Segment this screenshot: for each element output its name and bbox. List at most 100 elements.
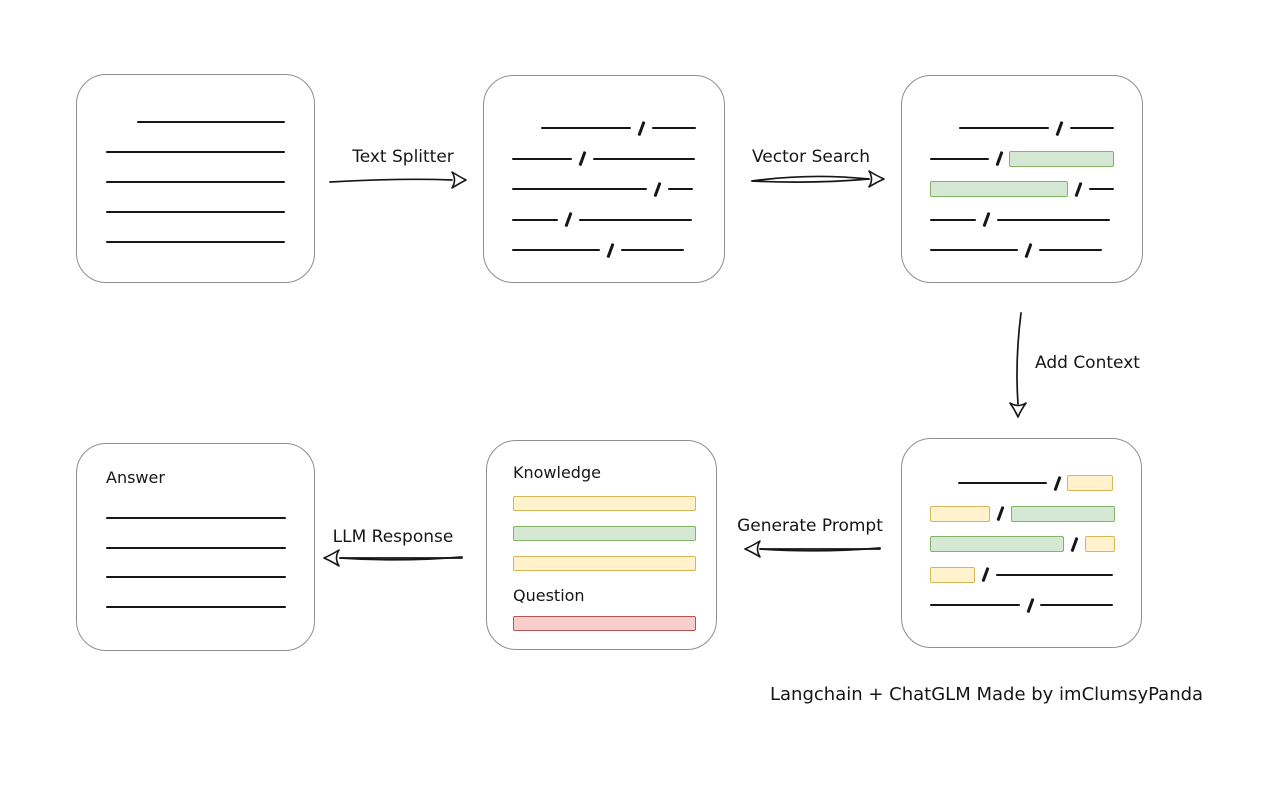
slash-divider bbox=[1074, 181, 1082, 197]
context-chunk-rows bbox=[902, 439, 1141, 621]
text-line-row bbox=[106, 227, 285, 257]
chunk-row bbox=[930, 499, 1115, 530]
text-line bbox=[541, 127, 632, 130]
text-line bbox=[959, 127, 1050, 130]
text-line-row bbox=[106, 197, 285, 227]
chunk-row bbox=[930, 468, 1113, 499]
vector-search-arrow bbox=[751, 170, 885, 188]
text-line-row bbox=[106, 137, 285, 167]
slash-divider bbox=[578, 151, 586, 167]
text-line bbox=[930, 604, 1020, 607]
green-chunk-chip bbox=[1009, 150, 1114, 167]
yellow-chunk-chip bbox=[1067, 475, 1113, 492]
text-splitter-arrow bbox=[329, 171, 467, 189]
text-splitter-label: Text Splitter bbox=[352, 147, 454, 167]
slash-divider bbox=[981, 567, 989, 583]
slash-divider bbox=[637, 120, 646, 136]
vector-search-label: Vector Search bbox=[752, 147, 870, 167]
text-line-row bbox=[106, 107, 285, 137]
text-line bbox=[106, 151, 285, 153]
chunk-row bbox=[930, 144, 1114, 175]
text-line bbox=[106, 211, 285, 213]
question-label: Question bbox=[513, 586, 585, 605]
chunk-row bbox=[930, 235, 1114, 266]
slash-divider bbox=[1024, 242, 1032, 258]
question-bars bbox=[513, 616, 696, 631]
text-line bbox=[592, 157, 695, 160]
chunk-row bbox=[930, 174, 1114, 205]
text-line bbox=[1069, 127, 1114, 130]
chunk-row bbox=[512, 205, 696, 236]
llm-response-label: LLM Response bbox=[332, 527, 454, 547]
text-line bbox=[1038, 249, 1102, 252]
matched-chunks-box bbox=[901, 75, 1143, 283]
text-line bbox=[996, 218, 1110, 221]
yellow-prompt-bar bbox=[513, 496, 696, 511]
add-context-label: Add Context bbox=[1035, 353, 1140, 373]
context-chunks-box bbox=[901, 438, 1142, 648]
chunk-row bbox=[930, 560, 1113, 591]
chunk-row bbox=[930, 113, 1114, 144]
slash-divider bbox=[653, 181, 661, 197]
text-line bbox=[512, 157, 572, 160]
slash-divider bbox=[995, 151, 1003, 167]
text-line-row bbox=[106, 167, 285, 197]
green-chunk-chip bbox=[930, 181, 1068, 198]
green-chunk-chip bbox=[1010, 505, 1115, 522]
slash-divider bbox=[1070, 536, 1078, 552]
text-line bbox=[1088, 188, 1114, 191]
knowledge-bars bbox=[513, 496, 696, 571]
chunk-row bbox=[930, 205, 1114, 236]
yellow-chunk-chip bbox=[930, 566, 975, 583]
text-line bbox=[106, 181, 285, 183]
answer-box: Answer bbox=[76, 443, 315, 651]
text-line bbox=[930, 157, 989, 160]
document-box bbox=[76, 74, 315, 283]
text-line bbox=[106, 241, 285, 243]
text-line bbox=[512, 249, 600, 252]
text-line bbox=[1040, 604, 1113, 607]
slash-divider bbox=[606, 242, 614, 258]
text-line bbox=[106, 517, 286, 519]
text-line bbox=[930, 218, 976, 221]
slash-divider bbox=[564, 212, 572, 228]
yellow-prompt-bar bbox=[513, 556, 696, 571]
diagram-caption: Langchain + ChatGLM Made by imClumsyPand… bbox=[770, 684, 1204, 705]
split-chunks-box bbox=[483, 75, 725, 283]
yellow-chunk-chip bbox=[930, 505, 990, 522]
text-line bbox=[512, 218, 558, 221]
generate-prompt-arrow bbox=[744, 540, 881, 558]
text-line bbox=[958, 482, 1047, 485]
text-line bbox=[106, 576, 286, 578]
slash-divider bbox=[1053, 475, 1061, 491]
green-chunk-chip bbox=[930, 536, 1064, 553]
text-line bbox=[651, 127, 696, 130]
generate-prompt-label: Generate Prompt bbox=[737, 516, 883, 536]
chunk-row bbox=[512, 174, 696, 205]
text-line bbox=[930, 249, 1018, 252]
llm-response-arrow bbox=[323, 549, 463, 567]
answer-lines bbox=[106, 517, 314, 608]
document-lines bbox=[77, 75, 314, 257]
answer-label: Answer bbox=[106, 468, 165, 487]
yellow-chunk-chip bbox=[1084, 536, 1115, 553]
slash-divider bbox=[996, 506, 1004, 522]
split-chunk-rows bbox=[484, 76, 724, 266]
text-line bbox=[106, 605, 286, 608]
slash-divider bbox=[1026, 597, 1034, 613]
text-line bbox=[578, 218, 692, 221]
text-line bbox=[995, 573, 1113, 576]
slash-divider bbox=[982, 212, 990, 228]
text-line bbox=[106, 546, 286, 549]
chunk-row bbox=[512, 113, 696, 144]
chunk-row bbox=[930, 590, 1113, 621]
slash-divider bbox=[1055, 120, 1064, 136]
knowledge-label: Knowledge bbox=[513, 463, 601, 482]
chunk-row bbox=[512, 235, 696, 266]
text-line bbox=[512, 188, 647, 191]
matched-chunk-rows bbox=[902, 76, 1142, 266]
chunk-row bbox=[930, 529, 1115, 560]
text-line bbox=[137, 121, 285, 123]
text-line bbox=[667, 188, 693, 191]
